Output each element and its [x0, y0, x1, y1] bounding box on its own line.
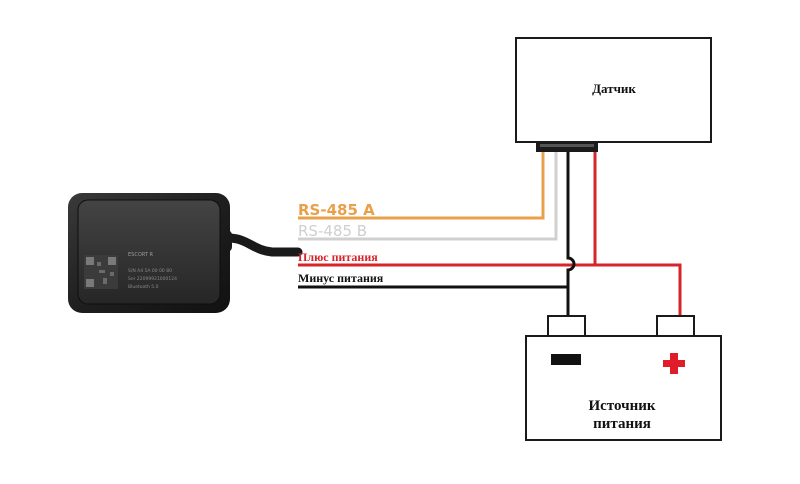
- tracker-qr-code: [84, 255, 118, 289]
- wire-rs485-a: [298, 152, 545, 220]
- tracker-line-1: S/N A4 5A 00 00 80: [128, 268, 172, 274]
- sensor-connector-ridge: [540, 144, 594, 147]
- wire-minus-riser: [566, 152, 576, 317]
- power-source-label-2: питания: [593, 416, 651, 432]
- sensor-label: Датчик: [592, 81, 636, 96]
- sensor: Датчик: [515, 37, 712, 152]
- tracker-line-3: Bluetooth 5.0: [128, 284, 159, 290]
- wires: [298, 152, 682, 317]
- battery-terminal-minus: [547, 315, 586, 338]
- wire-plus: [298, 263, 682, 317]
- wire-rs485-b: [298, 152, 558, 241]
- battery-terminal-plus: [656, 315, 695, 338]
- tracker-cable: [223, 233, 303, 257]
- label-rs485-a: RS-485 A: [298, 201, 375, 219]
- power-source: Источник питания: [525, 315, 722, 441]
- tracker-device: ESCORT R S/N A4 5A 00 00 80 Ser 22099921…: [68, 193, 303, 313]
- sensor-box: [515, 37, 712, 143]
- minus-icon: [551, 354, 581, 365]
- label-minus: Минус питания: [298, 271, 384, 285]
- tracker-brand: ESCORT R: [128, 252, 154, 258]
- label-rs485-b: RS-485 B: [298, 222, 367, 240]
- plus-icon: [663, 353, 685, 374]
- power-source-label-1: Источник: [589, 398, 656, 414]
- battery-body: [525, 335, 722, 441]
- tracker-line-2: Ser 22099921000124: [128, 276, 177, 282]
- label-plus: Плюс питания: [298, 250, 378, 264]
